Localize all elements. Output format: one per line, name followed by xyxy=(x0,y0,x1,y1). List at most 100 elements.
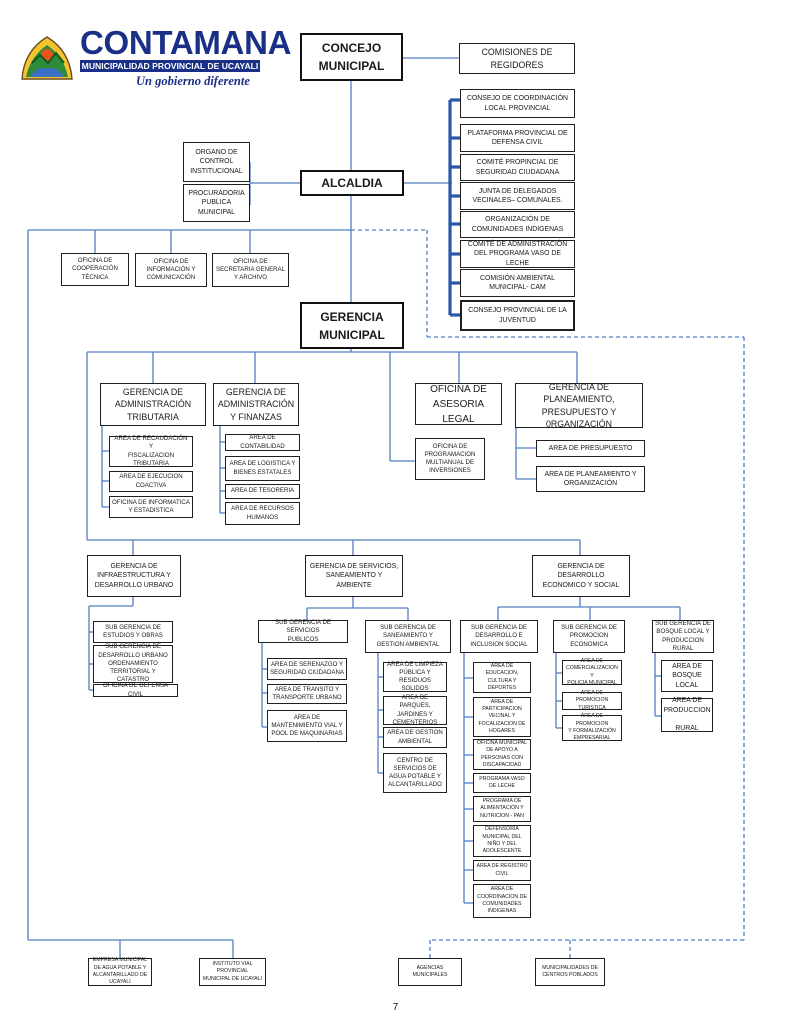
node-label-line: OFICINA DE xyxy=(430,383,487,395)
node-label-line: AREA DE TESORERIA xyxy=(230,487,295,495)
node-label-line: AREA DE PRESUPUESTO xyxy=(548,444,633,452)
node-label-line: DEFENSORIA xyxy=(485,826,519,833)
node-label-line: SUB GERENCIA DE SERVICIOS xyxy=(275,619,331,635)
node-label-line: COMISIONES DE xyxy=(481,47,553,58)
node-label-line: AREA DE xyxy=(672,697,702,705)
node-label-line: CULTURA Y xyxy=(487,677,517,684)
node-label-line: INSTITUTO VIAL xyxy=(212,961,253,968)
node-label-line: GERENCIA DE SERVICIOS, xyxy=(309,563,399,571)
node-label-line: ASESORIA LEGAL xyxy=(432,398,485,425)
area-presupuesto-box: AREA DE PRESUPUESTO xyxy=(536,440,645,457)
node-label-line: ESTUDIOS Y OBRAS xyxy=(103,632,163,639)
node-label-line: POOL DE MAQUINARIAS xyxy=(271,730,343,738)
node-label-line: EMPRESARIAL xyxy=(573,735,611,742)
node-label-line: GERENCIA DE xyxy=(110,563,158,571)
node-label-line: PERSONAS CON xyxy=(481,754,523,761)
node-label-line: PROMOCION xyxy=(569,632,609,640)
node-label-line: EMPRESA MUNICIPAL xyxy=(92,957,148,964)
node-label-line: AMBIENTAL xyxy=(397,737,433,745)
node-label-line: MUNICIPAL DE UCAYALI xyxy=(202,975,263,982)
node-label-line: PRODUCCION RURAL xyxy=(662,636,704,652)
node-label-line: LOCAL PROVINCIAL xyxy=(484,104,551,112)
node-label-line: SUB GERENCIA DE xyxy=(471,624,527,632)
node-label-line: FISCALIZACION xyxy=(127,451,175,459)
node-label-line: OFICINA DE INFORMATICA xyxy=(112,498,190,506)
node-label-line: CENTROS POBLADOS xyxy=(542,972,598,978)
logo-title: CONTAMANA xyxy=(80,24,292,61)
page-number: 7 xyxy=(392,1002,399,1013)
node-label-line: HOGARES xyxy=(489,727,515,734)
node-label-line: PROVINCIAL xyxy=(216,968,249,975)
node-label-line: COORDINACION DE xyxy=(477,893,527,900)
node-label-line: NIÑO Y DEL xyxy=(487,841,517,847)
node-label-line: ADMINISTRACIÓN xyxy=(217,399,295,410)
node-label-line: ORGANIZACIÓN xyxy=(563,480,618,487)
node-label-line: OFICINA DE xyxy=(153,257,189,265)
node-label-line: CONSEJO PROVINCIAL DE LA xyxy=(468,307,567,315)
node-label-line: SEGURIDAD CIUDADANA xyxy=(270,669,344,676)
node-label-line: AREA DE CONTABILIDAD xyxy=(240,434,285,450)
node-label-line: DEFENSA CIVIL xyxy=(491,139,544,146)
node-label-line: VECINAL Y xyxy=(488,713,516,720)
node-label-line: AREA DE xyxy=(490,698,514,705)
node-label: OFICINA DE DEFENSA CIVIL xyxy=(96,682,175,698)
node-label-line: CONTROL xyxy=(199,158,234,166)
node-label-line: AREA DE PROMOCION xyxy=(575,713,609,727)
node-label: OFICINA DE ASESORIA LEGAL xyxy=(418,382,499,427)
node-label-line: INFRAESTRUCTURA Y xyxy=(97,572,171,580)
node-label-line: AREA DE xyxy=(293,713,321,721)
node-label-line: DE AGUA POTABLE Y xyxy=(93,964,147,971)
node-label-line: CONSEJO DE COORDINACIÓN xyxy=(466,95,569,103)
node-label-line: COMITÉ PROPINCIAL DE xyxy=(476,159,559,167)
node-label: AREA DE TESORERIA xyxy=(231,487,294,495)
node-label-line: MUNICIPALIDADES DE xyxy=(542,964,598,971)
node-label-line: ORDENAMIENTO xyxy=(108,659,158,667)
node-label-line: GERENCIA DE xyxy=(225,387,287,398)
node-label-line: SUB GERENCIA DE xyxy=(105,623,161,631)
node-label-line: AREA DE GESTION xyxy=(387,729,443,737)
node-label-line: OFICINA DE xyxy=(432,442,468,450)
node-label-line: COACTIVA xyxy=(135,481,167,489)
node-label-line: SANEAMIENTO Y xyxy=(383,632,433,640)
node-label-line: EDUCACION, xyxy=(485,670,519,677)
node-label-line: CEMENTERIOS xyxy=(392,718,438,726)
node-label-line: RURAL xyxy=(675,725,699,733)
node-label-line: SANEAMIENTO Y xyxy=(325,572,383,580)
node-label-line: TÉCNICA xyxy=(81,273,109,281)
